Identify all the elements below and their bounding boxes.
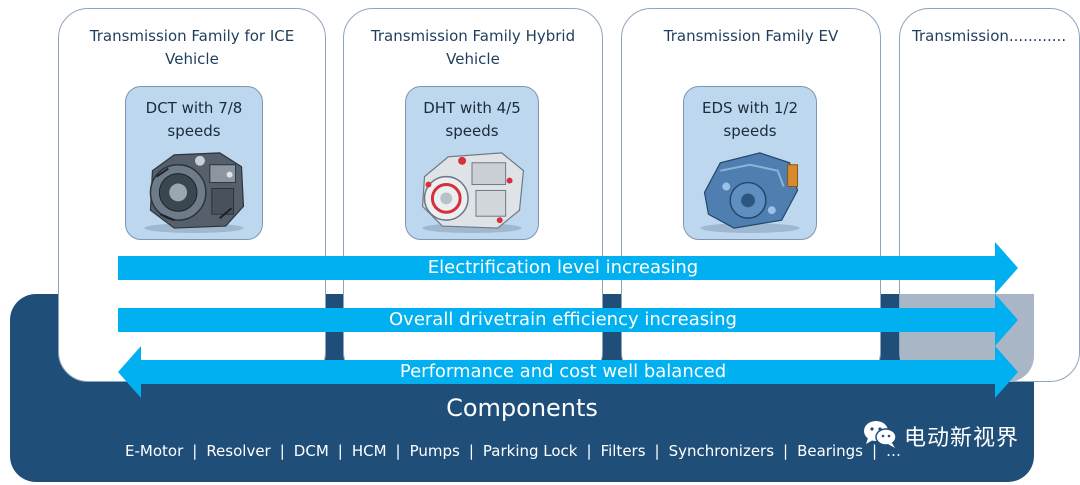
- arrow-efficiency: [118, 294, 1018, 346]
- family-title-ice: Transmission Family for ICE Vehicle: [89, 27, 295, 68]
- dht-box: DHT with 4/5 speeds: [405, 86, 539, 240]
- components-list: E-Motor | Resolver | DCM | HCM | Pumps | Parking L…: [125, 440, 901, 462]
- components-title: Components: [446, 394, 598, 422]
- family-title-more: Transmission............: [912, 27, 1067, 45]
- separator: |: [395, 442, 401, 460]
- dct-box: DCT with 7/8 speeds: [125, 86, 263, 240]
- arrow-label-electrification: Electrification level increasing: [427, 257, 699, 278]
- dct-transmission-image: [132, 141, 256, 235]
- component-item: Parking Lock: [482, 442, 578, 460]
- component-item: …: [886, 442, 902, 460]
- component-item: Resolver: [206, 442, 271, 460]
- dht-transmission-image: [412, 141, 532, 235]
- wechat-icon: [862, 419, 898, 453]
- watermark: 电动新视界: [862, 420, 1019, 452]
- arrow-electrification: [118, 242, 1018, 294]
- eds-box: EDS with 1/2 speeds: [683, 86, 817, 240]
- family-title-hybrid: Transmission Family Hybrid Vehicle: [370, 27, 576, 68]
- family-title-ev: Transmission Family EV: [663, 27, 839, 45]
- arrow-label-performance: Performance and cost well balanced: [399, 361, 727, 382]
- component-item: Filters: [600, 442, 646, 460]
- dct-label: DCT with 7/8 speeds: [145, 99, 243, 140]
- separator: |: [468, 442, 474, 460]
- component-item: DCM: [293, 442, 329, 460]
- separator: |: [586, 442, 592, 460]
- component-item: HCM: [351, 442, 387, 460]
- separator: |: [337, 442, 343, 460]
- component-item: Pumps: [409, 442, 460, 460]
- family-box-ice: Transmission Family for ICE Vehicle DCT …: [58, 8, 326, 382]
- separator: |: [871, 442, 878, 460]
- separator: |: [654, 442, 660, 460]
- component-item: E-Motor: [125, 442, 184, 460]
- dht-label: DHT with 4/5 speeds: [423, 99, 521, 140]
- separator: |: [192, 442, 198, 460]
- watermark-text: 电动新视界: [904, 426, 1020, 451]
- component-item: Synchronizers: [668, 442, 775, 460]
- arrow-label-efficiency: Overall drivetrain efficiency increasing: [389, 309, 737, 330]
- separator: |: [783, 442, 789, 460]
- separator: |: [279, 442, 285, 460]
- eds-drive-image: [690, 141, 810, 235]
- component-item: Bearings: [797, 442, 863, 460]
- eds-label: EDS with 1/2 speeds: [701, 99, 799, 140]
- arrow-performance: [118, 346, 1018, 398]
